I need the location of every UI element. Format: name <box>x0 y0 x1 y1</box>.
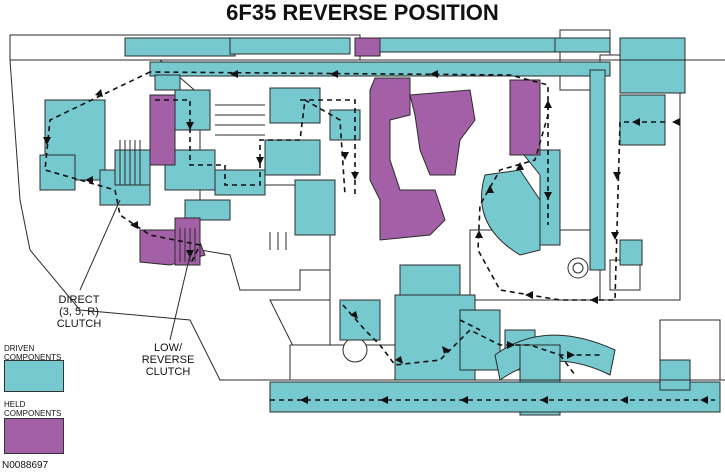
legend-held-swatch <box>4 418 64 454</box>
low-reverse-label-line3: CLUTCH <box>145 366 191 378</box>
power-flow-path <box>44 71 715 401</box>
legend-driven-line1: DRIVEN <box>4 344 35 353</box>
legend-held-text: HELD COMPONENTS <box>4 400 61 418</box>
held-components <box>139 37 541 266</box>
direct-clutch-label-line2: (3, 5, R) <box>59 306 99 318</box>
legend-driven-swatch <box>4 360 64 392</box>
low-reverse-label-line2: REVERSE <box>141 354 195 366</box>
clutch-plates <box>119 104 287 262</box>
figure-id: N0088697 <box>2 460 49 471</box>
label-leader-lines <box>79 199 191 341</box>
diagram-title: 6F35 REVERSE POSITION <box>226 0 499 25</box>
direct-clutch-label-line3: CLUTCH <box>56 318 102 330</box>
direct-clutch-label-line1: DIRECT <box>58 294 100 306</box>
direct-clutch-label: DIRECT (3, 5, R) CLUTCH <box>44 294 114 330</box>
legend-driven-text: DRIVEN COMPONENTS <box>4 344 61 362</box>
legend-driven-line2: COMPONENTS <box>4 353 62 362</box>
flow-arrowheads <box>43 70 708 404</box>
shaft-centerline <box>10 59 725 381</box>
legend-held-line1: HELD <box>4 400 26 409</box>
legend-held-line2: COMPONENTS <box>4 409 62 418</box>
low-reverse-clutch-label: LOW/ REVERSE CLUTCH <box>133 342 203 378</box>
low-reverse-label-line1: LOW/ <box>153 342 183 354</box>
